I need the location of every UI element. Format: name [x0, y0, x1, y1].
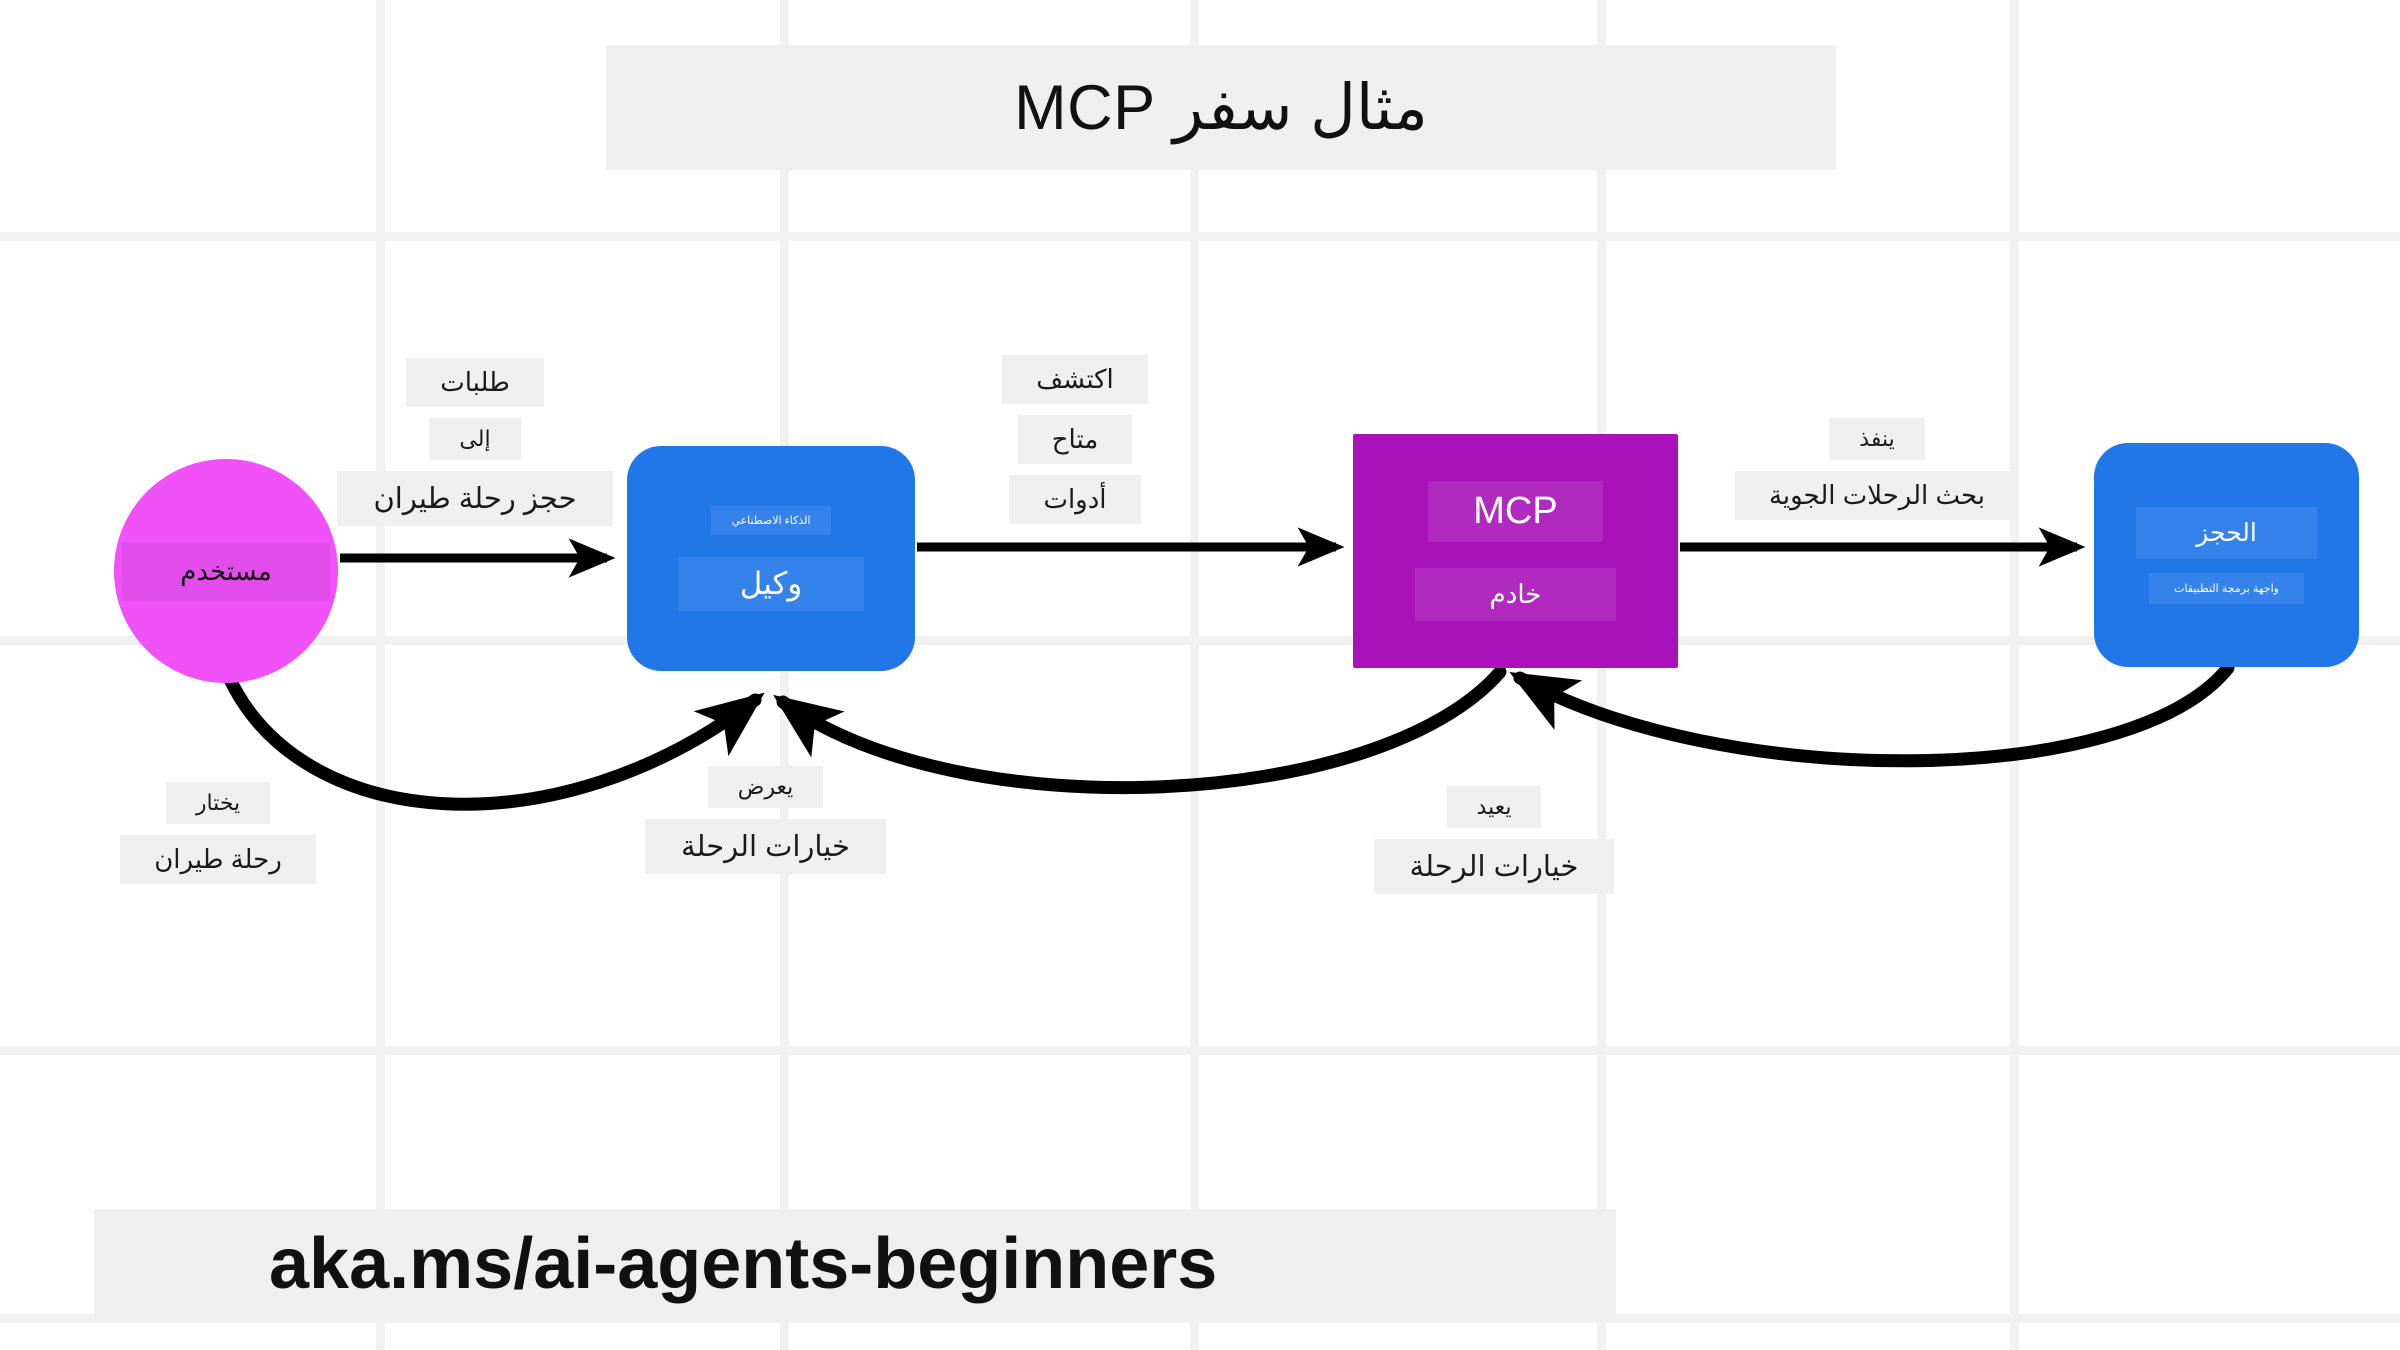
node-booking-label: الحجز [2136, 506, 2317, 559]
node-agent-sublabel: الذكاء الاصطناعي [711, 506, 831, 535]
edge-label-line: أدوات [1009, 475, 1141, 524]
edge-label-line: خيارات الرحلة [1373, 839, 1615, 894]
grid-line-vertical [1597, 0, 1606, 1350]
edge-label-line: متاح [1017, 415, 1133, 464]
node-user[interactable]: مستخدم [114, 459, 338, 683]
grid-line-vertical [376, 0, 385, 1350]
edge-label-line: يعرض [707, 766, 824, 808]
grid-line-vertical [1190, 0, 1199, 1350]
edge-label-line: طلبات [406, 358, 544, 407]
node-mcp-label: MCP [1428, 481, 1603, 542]
edge-label-agent-to-mcp: اكتشف متاح أدوات [960, 355, 1190, 524]
footer-link-text: aka.ms/ai-agents-beginners [269, 1224, 1218, 1304]
node-mcp-server[interactable]: MCP خادم [1353, 434, 1678, 668]
edge-label-line: يختار [165, 782, 271, 824]
edge-label-mcp-to-booking: ينفذ بحث الرحلات الجوية [1732, 418, 2022, 520]
grid-line-horizontal [0, 232, 2400, 241]
node-agent[interactable]: الذكاء الاصطناعي وكيل [627, 446, 915, 671]
edge-label-line: خيارات الرحلة [645, 819, 886, 874]
edge-label-line: حجز رحلة طيران [337, 471, 613, 526]
grid-line-horizontal [0, 1046, 2400, 1055]
grid-line-horizontal [0, 636, 2400, 645]
edge-label-line: إلى [429, 418, 521, 460]
grid-line-vertical [780, 0, 789, 1350]
node-booking-sublabel: واجهة برمجة التطبيقات [2149, 572, 2304, 604]
edge-label-line: بحث الرحلات الجوية [1734, 471, 2020, 520]
edge-label-mcp-returns: يعيد خيارات الرحلة [1335, 786, 1653, 894]
node-agent-label: وكيل [677, 557, 865, 611]
arrow-mcp-to-agent-curved [773, 665, 1507, 795]
edge-label-user-selects: يختار رحلة طيران [120, 782, 316, 884]
edge-label-line: يعيد [1446, 786, 1542, 828]
edge-label-line: ينفذ [1829, 418, 1925, 460]
edge-label-line: رحلة طيران [120, 835, 316, 884]
edge-label-line: اكتشف [1002, 355, 1148, 404]
edge-label-agent-presents: يعرض خيارات الرحلة [608, 766, 923, 874]
page-title: مثال سفر MCP [606, 45, 1836, 170]
footer-link[interactable]: aka.ms/ai-agents-beginners [94, 1209, 1616, 1319]
arrow-user-selects-flight [221, 668, 765, 811]
edge-label-user-to-agent: طلبات إلى حجز رحلة طيران [337, 358, 613, 526]
arrow-booking-to-mcp-curved [1509, 661, 2235, 768]
node-mcp-sublabel: خادم [1414, 568, 1617, 621]
grid-line-vertical [2010, 0, 2019, 1350]
node-user-label: مستخدم [122, 541, 330, 601]
node-booking-api[interactable]: الحجز واجهة برمجة التطبيقات [2094, 443, 2359, 667]
